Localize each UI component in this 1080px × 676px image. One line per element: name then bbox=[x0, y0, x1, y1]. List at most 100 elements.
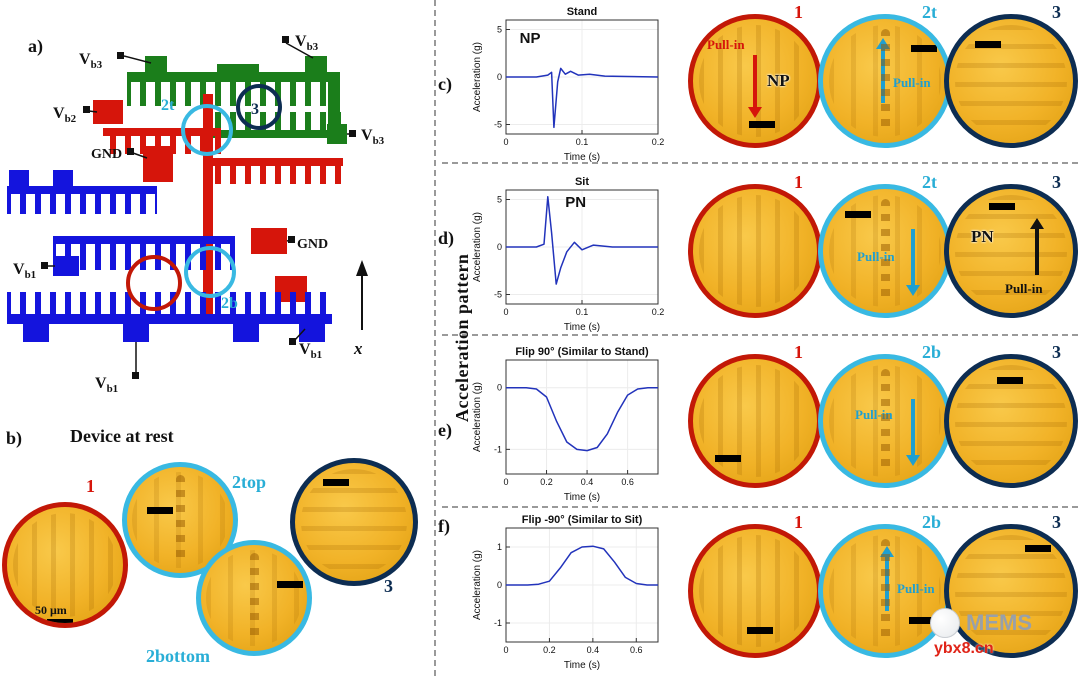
micrograph-d-3: PN Pull-in bbox=[944, 184, 1078, 318]
pull-in-arrow-up bbox=[1030, 218, 1044, 275]
micrograph-f-3 bbox=[944, 524, 1078, 658]
scale-bar bbox=[989, 203, 1015, 210]
vb1-label-bottomright: Vb1 bbox=[299, 341, 322, 361]
micrograph-c-2t: Pull-in bbox=[818, 14, 952, 148]
row-divider-1 bbox=[442, 162, 1078, 164]
y-axis-label: Acceleration (g) bbox=[472, 382, 483, 452]
label-c-3: 3 bbox=[1052, 2, 1061, 22]
x-tick: 0.2 bbox=[540, 477, 553, 487]
x-tick: 0 bbox=[503, 307, 508, 317]
pull-in-label: Pull-in bbox=[855, 407, 893, 422]
pn-tag: PN bbox=[971, 227, 994, 246]
label-2b: 2b bbox=[221, 295, 238, 312]
circle-2t-marker bbox=[181, 104, 233, 156]
y-tick: -5 bbox=[494, 290, 502, 300]
y-tick: -1 bbox=[494, 444, 502, 454]
label-f-3: 3 bbox=[1052, 512, 1061, 532]
mems-logo-icon bbox=[930, 608, 960, 638]
pull-in-label: Pull-in bbox=[897, 581, 935, 596]
panel-c-label: c) bbox=[438, 74, 452, 94]
scale-bar bbox=[747, 627, 773, 634]
svg-text:x: x bbox=[353, 339, 363, 358]
pull-in-arrow-down bbox=[748, 55, 762, 118]
x-axis-label: Time (s) bbox=[564, 660, 600, 671]
pull-in-arrow-up bbox=[880, 546, 894, 611]
gnd-label-right: GND bbox=[297, 237, 328, 252]
y-axis-label: Acceleration (g) bbox=[472, 212, 483, 282]
chart-annotation: NP bbox=[520, 30, 541, 47]
micrograph-c-3 bbox=[944, 14, 1078, 148]
scale-bar bbox=[911, 45, 937, 52]
micrograph-e-2b: Pull-in bbox=[818, 354, 952, 488]
data-line bbox=[506, 545, 658, 586]
watermark-brand: MEMS bbox=[966, 610, 1032, 635]
row-divider-3 bbox=[442, 506, 1078, 508]
label-d-1: 1 bbox=[794, 172, 803, 192]
scale-bar bbox=[47, 619, 73, 623]
pull-in-label: Pull-in bbox=[707, 37, 745, 52]
panel-a-label: a) bbox=[28, 36, 43, 56]
micrograph-b-1: 50 μm bbox=[2, 502, 128, 628]
chart-title: Stand bbox=[567, 6, 598, 18]
chart-title: Flip -90° (Similar to Sit) bbox=[522, 514, 643, 526]
mems-schematic: Vb3 Vb3 Vb2 Vb3 GND GND Vb1 Vb1 Vb1 2t 2… bbox=[7, 33, 385, 395]
pull-in-arrow-up bbox=[876, 38, 890, 103]
y-tick: 5 bbox=[497, 195, 502, 205]
vb3-label-topleft: Vb3 bbox=[79, 51, 103, 71]
label-f-2b: 2b bbox=[922, 512, 942, 532]
label-b-2top: 2top bbox=[232, 472, 267, 492]
y-axis-label: Acceleration (g) bbox=[472, 550, 483, 620]
micrograph-f-1 bbox=[688, 524, 822, 658]
scale-bar bbox=[909, 617, 935, 624]
circle-3-marker bbox=[236, 84, 282, 130]
data-line bbox=[506, 386, 658, 452]
x-tick: 0.6 bbox=[621, 477, 634, 487]
chart-title: Sit bbox=[575, 176, 589, 188]
micrograph-c-1: Pull-in NP bbox=[688, 14, 822, 148]
label-e-3: 3 bbox=[1052, 342, 1061, 362]
micrograph-d-2t: Pull-in bbox=[818, 184, 952, 318]
x-axis-label: Time (s) bbox=[564, 152, 600, 163]
vertical-divider bbox=[434, 0, 436, 676]
panel-d-label: d) bbox=[438, 228, 455, 248]
scale-bar bbox=[277, 581, 303, 588]
label-2t: 2t bbox=[161, 97, 175, 114]
y-tick: 0 bbox=[497, 580, 502, 590]
label-e-2b: 2b bbox=[922, 342, 942, 362]
scale-bar bbox=[147, 507, 173, 514]
micrograph-b-3 bbox=[290, 458, 418, 586]
x-tick: 0 bbox=[503, 645, 508, 655]
pull-in-arrow-down bbox=[906, 399, 920, 466]
x-axis-label: Time (s) bbox=[564, 322, 600, 333]
y-tick: 0 bbox=[497, 72, 502, 82]
chart-annotation: PN bbox=[565, 194, 586, 211]
scale-bar bbox=[845, 211, 871, 218]
label-c-2t: 2t bbox=[922, 2, 937, 22]
row-divider-2 bbox=[442, 334, 1078, 336]
label-c-1: 1 bbox=[794, 2, 803, 22]
leader-bullets bbox=[41, 36, 356, 379]
chart-title: Flip 90° (Similar to Stand) bbox=[515, 346, 649, 358]
y-tick: -1 bbox=[494, 618, 502, 628]
micrograph-d-1 bbox=[688, 184, 822, 318]
x-tick: 0 bbox=[503, 137, 508, 147]
y-tick: 0 bbox=[497, 383, 502, 393]
x-tick: 0.2 bbox=[652, 137, 665, 147]
blue-electrode bbox=[7, 170, 332, 342]
watermark: MEMS ybx8.cn bbox=[930, 608, 1080, 658]
pull-in-label: Pull-in bbox=[857, 249, 895, 264]
circle-1-marker bbox=[126, 255, 182, 311]
circle-2b-marker bbox=[184, 246, 236, 298]
label-f-1: 1 bbox=[794, 512, 803, 532]
x-tick: 0.4 bbox=[587, 645, 600, 655]
panel-e-label: e) bbox=[438, 420, 452, 440]
vb3-label-right: Vb3 bbox=[361, 127, 385, 147]
vb1-label-bottom: Vb1 bbox=[95, 375, 118, 395]
x-tick: 0.2 bbox=[543, 645, 556, 655]
micrograph-e-3 bbox=[944, 354, 1078, 488]
scale-bar bbox=[975, 41, 1001, 48]
